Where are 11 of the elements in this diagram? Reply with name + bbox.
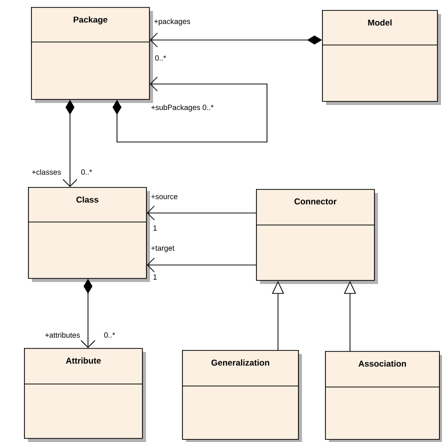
class-box: Model bbox=[322, 10, 441, 105]
association-line bbox=[112, 76, 268, 142]
class-box: Association bbox=[324, 351, 442, 442]
class-box: Package bbox=[30, 7, 153, 103]
class-box: Class bbox=[28, 187, 150, 282]
class-box: Attribute bbox=[24, 348, 146, 442]
class-box: Generalization bbox=[182, 350, 302, 442]
association-line bbox=[146, 206, 256, 220]
association-line bbox=[146, 258, 256, 272]
class-box: Connector bbox=[256, 189, 378, 284]
association-line bbox=[150, 32, 322, 48]
